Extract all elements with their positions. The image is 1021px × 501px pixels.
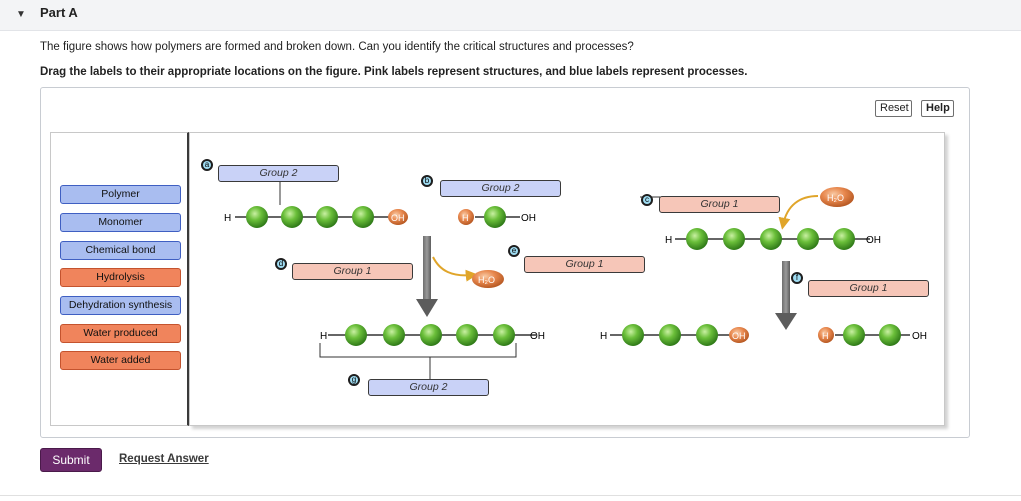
label-water-produced[interactable]: Water produced	[60, 324, 181, 343]
monomer-ball	[760, 228, 782, 250]
h-terminal: H	[665, 235, 672, 246]
label-monomer[interactable]: Monomer	[60, 213, 181, 232]
drop-target-f[interactable]: Group 1	[808, 280, 929, 297]
h-terminal: H	[600, 331, 607, 342]
monomer-ball	[622, 324, 644, 346]
h-group-label: H	[462, 213, 469, 223]
monomer-ball	[316, 206, 338, 228]
polymer-figure: H OH H OH H₂O H	[224, 180, 927, 381]
marker-a: a	[201, 159, 213, 171]
monomer-ball	[352, 206, 374, 228]
instruction-text: Drag the labels to their appropriate loc…	[40, 66, 748, 78]
h-group	[458, 209, 474, 225]
monomer-ball	[879, 324, 901, 346]
label-hydrolysis[interactable]: Hydrolysis	[60, 268, 181, 287]
label-dehydration-synthesis[interactable]: Dehydration synthesis	[60, 296, 181, 315]
question-text: The figure shows how polymers are formed…	[40, 41, 634, 53]
water-label-right: H₂O	[827, 193, 844, 203]
monomer-ball	[696, 324, 718, 346]
oh-terminal: OH	[530, 331, 545, 342]
oh-group	[388, 209, 408, 225]
collapse-arrow-icon[interactable]: ▼	[16, 9, 26, 20]
monomer-ball	[797, 228, 819, 250]
marker-e: e	[508, 245, 520, 257]
marker-d: d	[275, 258, 287, 270]
h-terminal: H	[224, 213, 231, 224]
label-chemical-bond[interactable]: Chemical bond	[60, 241, 181, 260]
marker-c: c	[641, 194, 653, 206]
monomer-ball	[659, 324, 681, 346]
monomer-ball	[843, 324, 865, 346]
polymer-chain-top-right: H OH	[665, 228, 881, 250]
marker-g: g	[348, 374, 360, 386]
monomer-ball	[686, 228, 708, 250]
request-answer-link[interactable]: Request Answer	[119, 453, 209, 465]
monomer-bottom-right: H OH	[818, 324, 927, 346]
oh-group-label: OH	[391, 213, 405, 223]
part-title: Part A	[40, 5, 78, 20]
divider	[0, 495, 1021, 496]
drop-target-a[interactable]: Group 2	[218, 165, 339, 182]
drop-target-g[interactable]: Group 2	[368, 379, 489, 396]
label-polymer[interactable]: Polymer	[60, 185, 181, 204]
h-terminal: H	[320, 331, 327, 342]
monomer-ball	[281, 206, 303, 228]
down-arrow-right	[775, 261, 797, 330]
label-water-added[interactable]: Water added	[60, 351, 181, 370]
help-button[interactable]: Help	[921, 100, 954, 117]
polymer-chain-bottom-middle: H OH	[319, 324, 545, 381]
h-group	[818, 327, 834, 343]
monomer-ball	[484, 206, 506, 228]
drop-target-d[interactable]: Group 1	[292, 263, 413, 280]
part-header[interactable]: ▼ Part A	[0, 0, 1021, 31]
marker-b: b	[421, 175, 433, 187]
down-arrow-left	[416, 236, 438, 317]
oh-terminal: OH	[521, 213, 536, 224]
monomer-ball	[246, 206, 268, 228]
monomer-ball	[345, 324, 367, 346]
oh-group-label: OH	[732, 331, 746, 341]
oh-group	[729, 327, 749, 343]
oh-terminal: OH	[866, 235, 881, 246]
monomer-ball	[383, 324, 405, 346]
h-group-label: H	[822, 331, 829, 341]
marker-f: f	[791, 272, 803, 284]
reset-button[interactable]: Reset	[875, 100, 912, 117]
monomer-ball	[723, 228, 745, 250]
curved-arrow-icon	[778, 195, 819, 230]
drop-target-b[interactable]: Group 2	[440, 180, 561, 197]
drop-target-e[interactable]: Group 1	[524, 256, 645, 273]
water-label-left: H₂O	[478, 275, 495, 285]
monomer-ball	[493, 324, 515, 346]
water-molecule-left: H₂O	[472, 270, 504, 288]
submit-button[interactable]: Submit	[40, 448, 102, 472]
monomer-ball	[456, 324, 478, 346]
polymer-chain-bottom-right: H OH	[600, 324, 749, 346]
polymer-chain-top-left: H OH	[224, 206, 408, 228]
monomer-ball	[833, 228, 855, 250]
monomer-ball	[420, 324, 442, 346]
drop-target-c[interactable]: Group 1	[659, 196, 780, 213]
oh-terminal: OH	[912, 331, 927, 342]
water-molecule-right: H₂O	[820, 187, 854, 207]
monomer-top-middle: H OH	[458, 206, 536, 228]
curved-arrow-icon	[432, 256, 478, 282]
